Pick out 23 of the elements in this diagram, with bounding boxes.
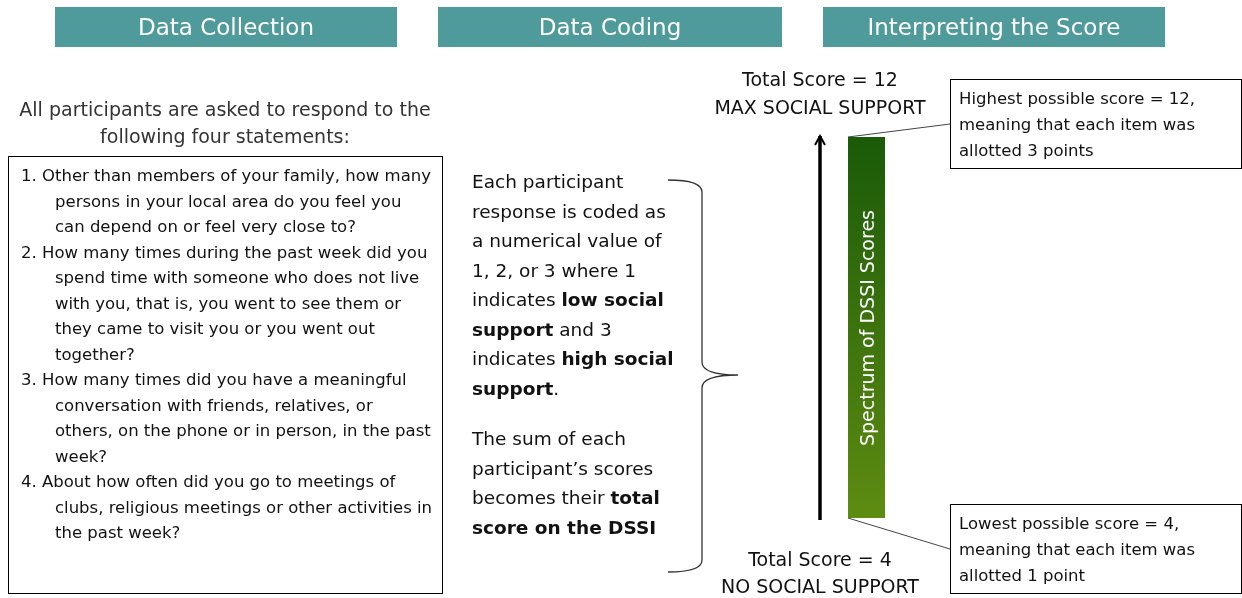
score-label: MAX SOCIAL SUPPORT [713, 95, 927, 120]
score-label: Total Score = 12 [741, 67, 899, 92]
question-text: 4. About how often did you go to meetings of clubs, religious meetings or other activities in the past week? [21, 471, 434, 544]
question-text: 1. Other than members of your family, how many persons in your local area do you feel you can depend on or feel very close to? [21, 165, 432, 238]
question-list-box [8, 156, 443, 594]
leader-line [847, 123, 951, 138]
section-header: Data Coding [438, 7, 782, 47]
bar-label: Spectrum of DSSI Scores [854, 208, 879, 448]
question-text: 2. How many times during the past week did you spend time with someone who does not live with you, that is, you went to see them or they came to visit you or you went out together? [21, 241, 429, 366]
score-label: NO SOCIAL SUPPORT [720, 574, 920, 598]
score-label: Total Score = 4 [747, 547, 893, 572]
instruction-text: All participants are asked to respond to the following four statements: [18, 97, 432, 149]
section-header: Interpreting the Score [823, 7, 1165, 47]
question-text: 3. How many times did you have a meaningful conversation with friends, relatives, or others, on the phone or in person, in the past week? [21, 369, 432, 468]
coding-description: The sum of each participant’s scores becomes their total score on the DSSI [472, 427, 661, 540]
spectrum-bar [848, 137, 885, 518]
callout-text: Highest possible score = 12, meaning that each item was allotted 3 points [959, 88, 1197, 162]
callout-text: Lowest possible score = 4, meaning that each item was allotted 1 point [959, 513, 1197, 587]
leader-line [847, 517, 951, 550]
coding-description: Each participant response is coded as a numerical value of 1, 2, or 3 where 1 indicates low social support and 3 indicates high social support. [472, 170, 675, 401]
section-header: Data Collection [55, 7, 397, 47]
callout-box [950, 79, 1242, 169]
callout-box [950, 504, 1242, 594]
